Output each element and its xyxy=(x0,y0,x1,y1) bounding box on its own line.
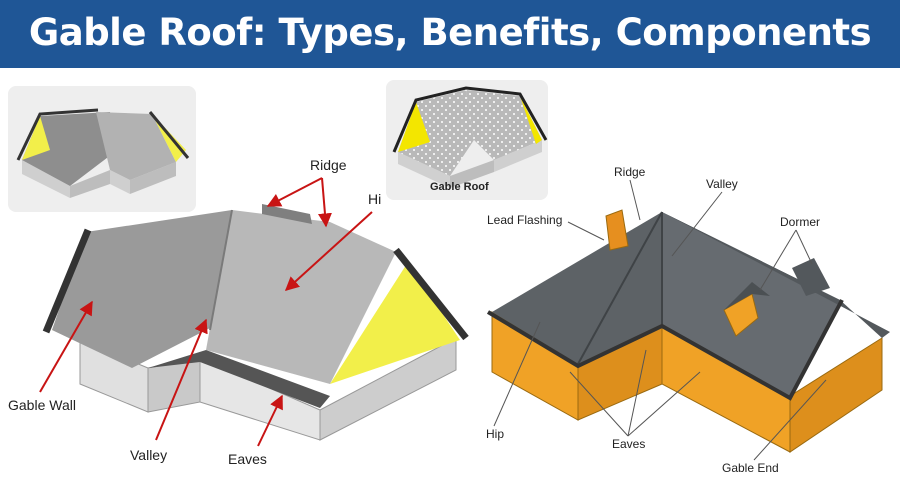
label-ridge-left: Ridge xyxy=(310,157,347,173)
left-annotations: Ridge Hi Gable Wall Valley Eaves xyxy=(8,157,381,467)
label-eaves-right: Eaves xyxy=(612,437,645,451)
thumbnail-gable-roof-gray xyxy=(8,86,196,212)
arrow-ridge-a xyxy=(266,177,323,207)
right-annotations: Ridge Valley Lead Flashing Dormer Hip Ea… xyxy=(486,165,827,475)
left-gable-roof-diagram xyxy=(42,204,469,441)
label-gable-wall: Gable Wall xyxy=(8,397,76,413)
right-gable-roof-diagram xyxy=(486,209,890,453)
page-title: Gable Roof: Types, Benefits, Components xyxy=(28,11,872,54)
title-banner xyxy=(0,0,900,68)
label-valley-right: Valley xyxy=(706,177,738,191)
arrow-gable-wall xyxy=(39,300,93,393)
label-eaves-left: Eaves xyxy=(228,451,267,467)
label-dormer: Dormer xyxy=(780,215,820,229)
arrow-valley xyxy=(155,318,208,441)
arrow-ridge-b xyxy=(317,177,332,228)
thumbnail-caption: Gable Roof xyxy=(430,181,489,193)
label-lead-flashing: Lead Flashing xyxy=(487,213,562,227)
arrow-eaves xyxy=(257,394,283,447)
diagram-canvas: Gable Roof Ridge Hi Gable Wall Valley Ea… xyxy=(8,80,890,475)
thumbnail-gable-roof-dotted: Gable Roof xyxy=(386,80,548,200)
label-valley-left: Valley xyxy=(130,447,167,463)
label-hip-left: Hi xyxy=(368,191,381,207)
label-ridge-right: Ridge xyxy=(614,165,646,179)
arrow-hip xyxy=(284,211,373,291)
label-hip-right: Hip xyxy=(486,427,504,441)
label-gable-end: Gable End xyxy=(722,461,779,475)
